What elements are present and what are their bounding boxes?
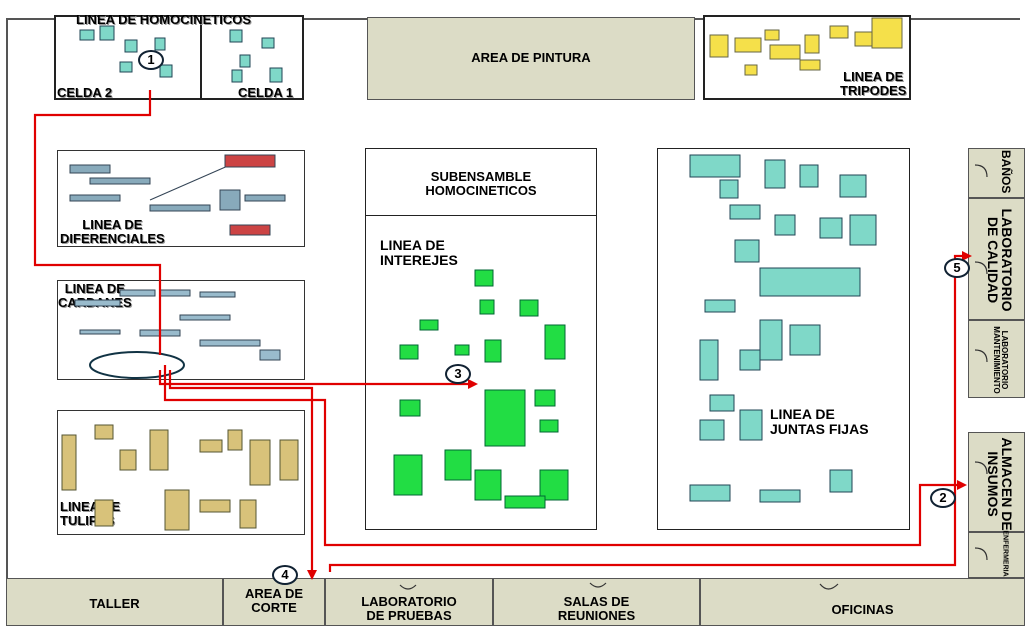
salas-label: SALAS DE REUNIONES [557, 594, 636, 623]
juntas-fijas-area[interactable] [657, 148, 910, 530]
route-marker-2: 2 [930, 488, 956, 508]
homocineticos-machines [79, 25, 283, 83]
diferenciales-label: LINEA DE DIFERENCIALES [60, 217, 165, 246]
cardanes-machines [74, 289, 281, 361]
subensamble-label: SUBENSAMBLE HOMOCINETICOS [425, 169, 537, 198]
taller-label: TALLER [89, 596, 140, 611]
lab-pruebas-label: LABORATORIO DE PRUEBAS [361, 594, 457, 623]
tulipas-machines [61, 424, 299, 531]
celda-2-label: CELDA 2 [57, 85, 113, 100]
door-icons [399, 164, 988, 590]
interejes-machines [393, 269, 569, 509]
celda-1-label: CELDA 1 [238, 85, 294, 100]
homocineticos-area[interactable] [54, 15, 304, 100]
almacen-room[interactable] [968, 432, 1025, 532]
juntas-machines [689, 154, 877, 503]
juntas-fijas-label: LINEA DE JUNTAS FIJAS [770, 406, 869, 437]
tripodes-machines [709, 17, 903, 76]
route-marker-1: 1 [138, 50, 164, 70]
diferenciales-machines [69, 154, 286, 236]
enfermeria-room[interactable] [968, 532, 1025, 578]
cardanes-highlight [89, 351, 185, 379]
interejes-label: LINEA DE INTEREJES [380, 237, 458, 268]
route-arrowheads [307, 251, 972, 580]
cell-divider [200, 15, 202, 100]
subensamble-divider [365, 215, 597, 216]
lab-mantenimiento-room[interactable] [968, 320, 1025, 398]
tripodes-label: LINEA DE TRIPODES [840, 69, 907, 98]
salas-reuniones-room[interactable] [493, 578, 700, 626]
pintura-label: AREA DE PINTURA [471, 50, 591, 65]
area-corte-label: AREA DE CORTE [244, 586, 304, 615]
oficinas-label: OFICINAS [831, 602, 894, 617]
route-marker-5: 5 [944, 258, 970, 278]
material-routes [33, 90, 966, 572]
route-marker-4: 4 [272, 565, 298, 585]
lab-calidad-room[interactable] [968, 198, 1025, 320]
area-pintura[interactable] [367, 17, 695, 100]
route-marker-3: 3 [445, 364, 471, 384]
homocineticos-title: LINEA DE HOMOCINETICOS [76, 12, 252, 27]
